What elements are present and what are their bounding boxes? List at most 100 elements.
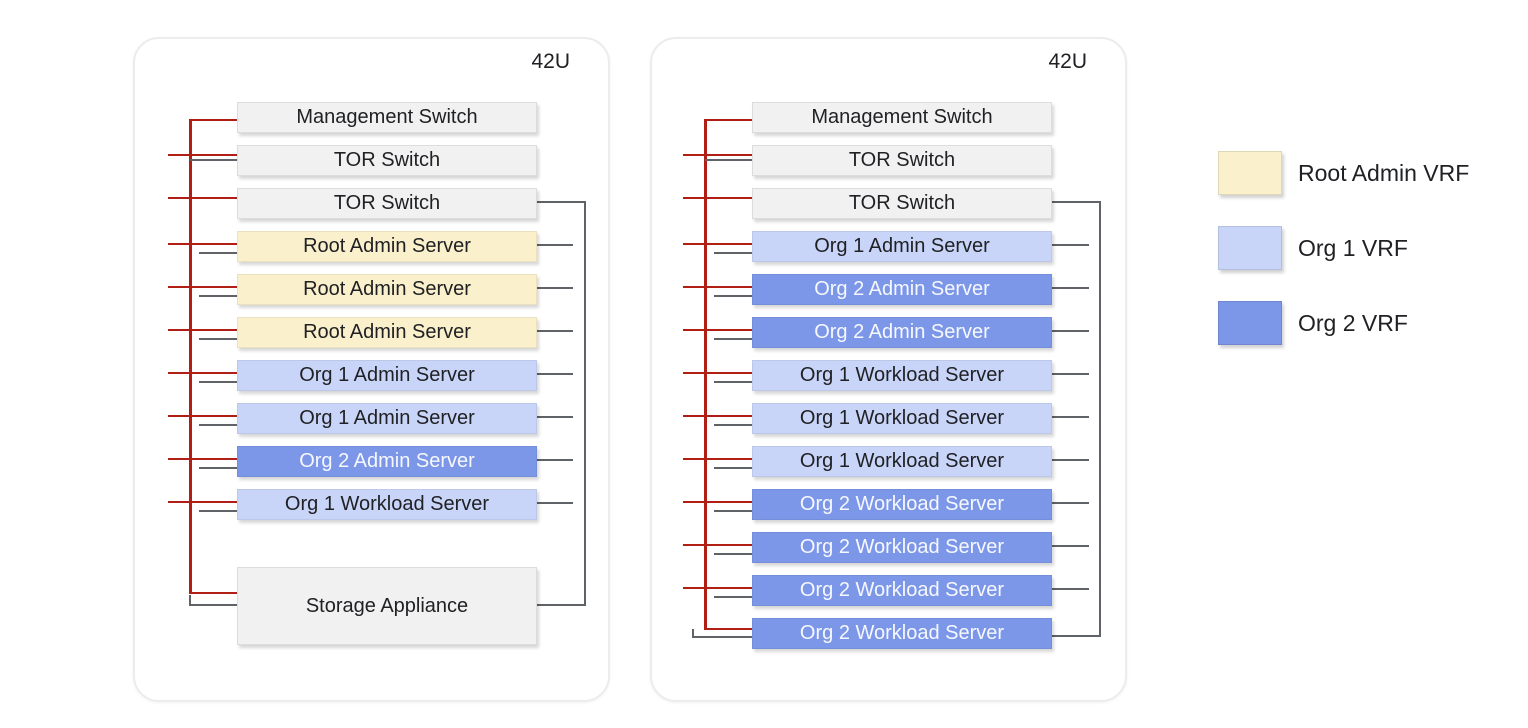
data-network-line bbox=[1099, 201, 1101, 637]
data-network-line bbox=[199, 510, 237, 512]
rack-unit-storage-appliance: Storage Appliance bbox=[237, 567, 537, 645]
mgmt-network-line bbox=[683, 372, 752, 374]
legend-item-org2-vrf: Org 2 VRF bbox=[1218, 301, 1469, 345]
data-network-line bbox=[537, 604, 584, 606]
rack-unit-tor-switch: TOR Switch bbox=[752, 145, 1052, 176]
mgmt-network-line bbox=[683, 458, 752, 460]
data-network-line bbox=[1052, 244, 1089, 246]
legend-swatch-org1-vrf bbox=[1218, 226, 1282, 270]
data-network-line bbox=[537, 416, 573, 418]
rack-unit-root-admin-server: Root Admin Server bbox=[237, 317, 537, 348]
data-network-line bbox=[705, 159, 752, 161]
legend-item-root-admin-vrf: Root Admin VRF bbox=[1218, 151, 1469, 195]
legend-label: Org 1 VRF bbox=[1298, 234, 1408, 261]
rack-1: 42U Management Switch TOR Switch TOR Swi… bbox=[133, 37, 610, 702]
mgmt-network-line bbox=[189, 119, 237, 121]
mgmt-network-line bbox=[168, 329, 237, 331]
mgmt-network-line bbox=[683, 329, 752, 331]
rack-unit-org1-admin-server: Org 1 Admin Server bbox=[237, 403, 537, 434]
data-network-line bbox=[190, 159, 237, 161]
data-network-line bbox=[1052, 201, 1099, 203]
mgmt-network-line bbox=[683, 243, 752, 245]
mgmt-network-line bbox=[683, 197, 752, 199]
data-network-line bbox=[714, 510, 752, 512]
rack-unit-org2-admin-server: Org 2 Admin Server bbox=[752, 317, 1052, 348]
mgmt-network-line bbox=[704, 628, 752, 630]
data-network-line bbox=[1052, 635, 1099, 637]
data-network-line bbox=[714, 596, 752, 598]
data-network-line bbox=[714, 467, 752, 469]
mgmt-network-line bbox=[683, 415, 752, 417]
rack-unit-org1-workload-server: Org 1 Workload Server bbox=[752, 403, 1052, 434]
rack-unit-org2-workload-server: Org 2 Workload Server bbox=[752, 532, 1052, 563]
rack-unit-org2-workload-server: Org 2 Workload Server bbox=[752, 489, 1052, 520]
rack-unit-management-switch: Management Switch bbox=[752, 102, 1052, 133]
data-network-line bbox=[199, 252, 237, 254]
mgmt-network-line bbox=[168, 458, 237, 460]
data-network-line bbox=[537, 459, 573, 461]
mgmt-network-line bbox=[168, 286, 237, 288]
rack-capacity-label: 42U bbox=[531, 50, 570, 73]
rack-unit-org2-workload-server: Org 2 Workload Server bbox=[752, 575, 1052, 606]
mgmt-network-line bbox=[704, 119, 752, 121]
legend-swatch-root-admin-vrf bbox=[1218, 151, 1282, 195]
data-network-line bbox=[714, 381, 752, 383]
rack-unit-org2-workload-server: Org 2 Workload Server bbox=[752, 618, 1052, 649]
data-network-line bbox=[1052, 459, 1089, 461]
data-network-line bbox=[189, 595, 191, 604]
mgmt-network-line bbox=[168, 501, 237, 503]
mgmt-network-line bbox=[683, 501, 752, 503]
data-network-line bbox=[692, 636, 752, 638]
data-network-line bbox=[714, 338, 752, 340]
rack-unit-root-admin-server: Root Admin Server bbox=[237, 231, 537, 262]
rack-2: 42U Management Switch TOR Switch TOR Swi… bbox=[650, 37, 1127, 702]
mgmt-network-line bbox=[189, 119, 192, 592]
legend-swatch-org2-vrf bbox=[1218, 301, 1282, 345]
data-network-line bbox=[584, 201, 586, 606]
data-network-line bbox=[537, 502, 573, 504]
rack-unit-org2-admin-server: Org 2 Admin Server bbox=[752, 274, 1052, 305]
data-network-line bbox=[692, 629, 694, 638]
legend-label: Org 2 VRF bbox=[1298, 309, 1408, 336]
data-network-line bbox=[199, 467, 237, 469]
data-network-line bbox=[714, 295, 752, 297]
rack-unit-management-switch: Management Switch bbox=[237, 102, 537, 133]
data-network-line bbox=[1052, 373, 1089, 375]
data-network-line bbox=[1052, 502, 1089, 504]
data-network-line bbox=[1052, 588, 1089, 590]
mgmt-network-line bbox=[168, 415, 237, 417]
data-network-line bbox=[537, 373, 573, 375]
data-network-line bbox=[537, 201, 584, 203]
legend-item-org1-vrf: Org 1 VRF bbox=[1218, 226, 1469, 270]
rack-capacity-label: 42U bbox=[1048, 50, 1087, 73]
mgmt-network-line bbox=[189, 592, 237, 594]
legend-label: Root Admin VRF bbox=[1298, 159, 1470, 186]
data-network-line bbox=[537, 330, 573, 332]
data-network-line bbox=[714, 424, 752, 426]
rack-unit-root-admin-server: Root Admin Server bbox=[237, 274, 537, 305]
mgmt-network-line bbox=[168, 372, 237, 374]
data-network-line bbox=[714, 252, 752, 254]
data-network-line bbox=[1052, 416, 1089, 418]
data-network-line bbox=[199, 338, 237, 340]
rack-unit-tor-switch: TOR Switch bbox=[237, 145, 537, 176]
mgmt-network-line bbox=[168, 243, 237, 245]
rack-unit-org1-admin-server: Org 1 Admin Server bbox=[237, 360, 537, 391]
rack-unit-org1-workload-server: Org 1 Workload Server bbox=[752, 446, 1052, 477]
data-network-line bbox=[1052, 545, 1089, 547]
mgmt-network-line bbox=[168, 154, 237, 156]
legend: Root Admin VRF Org 1 VRF Org 2 VRF bbox=[1218, 151, 1469, 376]
mgmt-network-line bbox=[683, 154, 752, 156]
rack-unit-org1-workload-server: Org 1 Workload Server bbox=[752, 360, 1052, 391]
data-network-line bbox=[199, 381, 237, 383]
rack-unit-org2-admin-server: Org 2 Admin Server bbox=[237, 446, 537, 477]
rack-unit-tor-switch: TOR Switch bbox=[752, 188, 1052, 219]
data-network-line bbox=[189, 604, 237, 606]
mgmt-network-line bbox=[683, 587, 752, 589]
data-network-line bbox=[1052, 287, 1089, 289]
data-network-line bbox=[199, 424, 237, 426]
mgmt-network-line bbox=[168, 197, 237, 199]
rack-unit-tor-switch: TOR Switch bbox=[237, 188, 537, 219]
data-network-line bbox=[714, 553, 752, 555]
